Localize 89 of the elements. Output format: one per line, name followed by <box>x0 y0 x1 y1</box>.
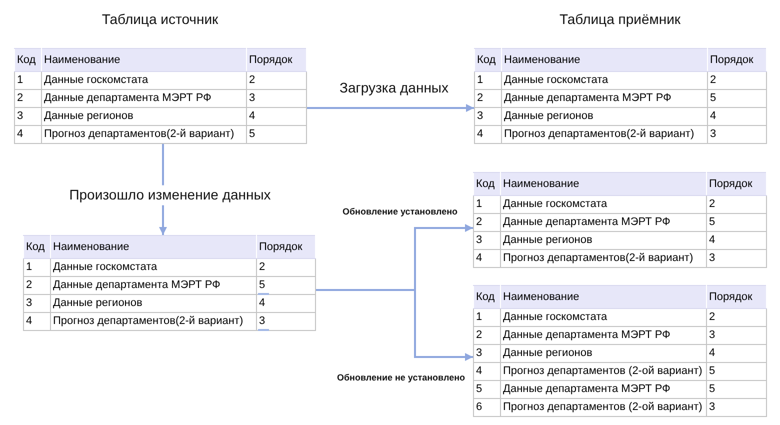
table-cell: 3 <box>14 108 42 126</box>
column-header: Порядок <box>256 236 316 258</box>
table-cell: 3 <box>474 344 500 362</box>
table-cell: 4 <box>246 108 306 126</box>
arrow <box>306 104 474 112</box>
table-cell: Данные департамента МЭРТ РФ <box>502 90 708 108</box>
column-header: Код <box>474 172 500 196</box>
table-cell: 6 <box>474 398 500 416</box>
table-cell: 1 <box>14 72 42 90</box>
table-cell: 5 <box>708 90 766 108</box>
table-cell: Данные госкомстата <box>502 72 708 90</box>
table-cell: Данные госкомстата <box>50 258 256 276</box>
table-cell: 5 <box>706 362 766 380</box>
table-cell: Данные департамента МЭРТ РФ <box>500 326 706 344</box>
table-cell: 2 <box>474 90 502 108</box>
table-cell: Прогноз департаментов (2-ой вариант) <box>500 362 706 380</box>
table-cell: Прогноз департаментов(2-й вариант) <box>50 312 256 330</box>
column-header: Порядок <box>706 172 766 196</box>
column-header: Наименование <box>502 48 708 72</box>
table-cell: 2 <box>14 90 42 108</box>
table-cell: Данные регионов <box>500 232 706 250</box>
table-cell: Прогноз департаментов(2-й вариант) <box>42 126 246 144</box>
table-cell: Данные департамента МЭРТ РФ <box>500 214 706 232</box>
table-cell: 5 <box>474 380 500 398</box>
column-header: Наименование <box>42 48 246 72</box>
table-cell: 4 <box>708 108 766 126</box>
table-cell: 2 <box>24 276 50 294</box>
column-header: Код <box>14 48 42 72</box>
table-cell: Данные госкомстата <box>500 196 706 214</box>
table-cell: 3 <box>706 326 766 344</box>
table-cell: Данные регионов <box>42 108 246 126</box>
table-cell: 1 <box>474 196 500 214</box>
table-cell: 4 <box>24 312 50 330</box>
table-cell: 5 <box>246 126 306 144</box>
table-cell: 4 <box>706 344 766 362</box>
table-cell: Прогноз департаментов(2-й вариант) <box>502 126 708 144</box>
table-cell: 4 <box>474 250 500 268</box>
table-cell: 3 <box>708 126 766 144</box>
table-cell: 3 <box>256 312 316 330</box>
table-cell: Данные департамента МЭРТ РФ <box>42 90 246 108</box>
edge-label: Обновление не установлено <box>334 371 468 385</box>
data-table <box>473 285 766 417</box>
table-cell: 5 <box>706 380 766 398</box>
table-cell: 3 <box>246 90 306 108</box>
table-cell: 5 <box>256 276 316 294</box>
column-header: Код <box>474 286 500 308</box>
table-cell: Данные департамента МЭРТ РФ <box>50 276 256 294</box>
table-cell: 2 <box>256 258 316 276</box>
table-cell: 3 <box>24 294 50 312</box>
table-cell: Данные регионов <box>50 294 256 312</box>
data-table <box>473 172 766 268</box>
arrow <box>315 289 473 361</box>
data-table <box>23 235 315 331</box>
table-cell: 3 <box>706 250 766 268</box>
table-cell: 5 <box>706 214 766 232</box>
table-cell: 3 <box>706 398 766 416</box>
table-cell: 4 <box>474 362 500 380</box>
table-title: Таблица источник <box>102 10 218 28</box>
column-header: Код <box>24 236 50 258</box>
table-cell: 3 <box>474 232 500 250</box>
table-cell: 2 <box>708 72 766 90</box>
table-cell: Данные госкомстата <box>42 72 246 90</box>
column-header: Наименование <box>500 172 706 196</box>
column-header: Код <box>474 48 502 72</box>
table-cell: 4 <box>256 294 316 312</box>
table-cell: 4 <box>14 126 42 144</box>
table-title: Таблица приёмник <box>559 10 681 28</box>
table-cell: 4 <box>474 126 502 144</box>
table-cell: Данные регионов <box>502 108 708 126</box>
table-cell: 2 <box>474 214 500 232</box>
table-cell: 2 <box>706 196 766 214</box>
table-cell: 1 <box>24 258 50 276</box>
table-cell: 3 <box>474 108 502 126</box>
table-cell: 1 <box>474 72 502 90</box>
column-header: Порядок <box>706 286 766 308</box>
column-header: Порядок <box>246 48 306 72</box>
table-cell: Прогноз департаментов (2-ой вариант) <box>500 398 706 416</box>
table-cell: 4 <box>706 232 766 250</box>
table-cell: Данные регионов <box>500 344 706 362</box>
column-header: Наименование <box>50 236 256 258</box>
table-cell: Данные департамента МЭРТ РФ <box>500 380 706 398</box>
table-cell: Данные госкомстата <box>500 308 706 326</box>
column-header: Наименование <box>500 286 706 308</box>
table-cell: 2 <box>706 308 766 326</box>
table-cell: 2 <box>474 326 500 344</box>
table-cell: 2 <box>246 72 306 90</box>
column-header: Порядок <box>708 48 766 72</box>
table-cell: 1 <box>474 308 500 326</box>
table-cell: Прогноз департаментов(2-й вариант) <box>500 250 706 268</box>
